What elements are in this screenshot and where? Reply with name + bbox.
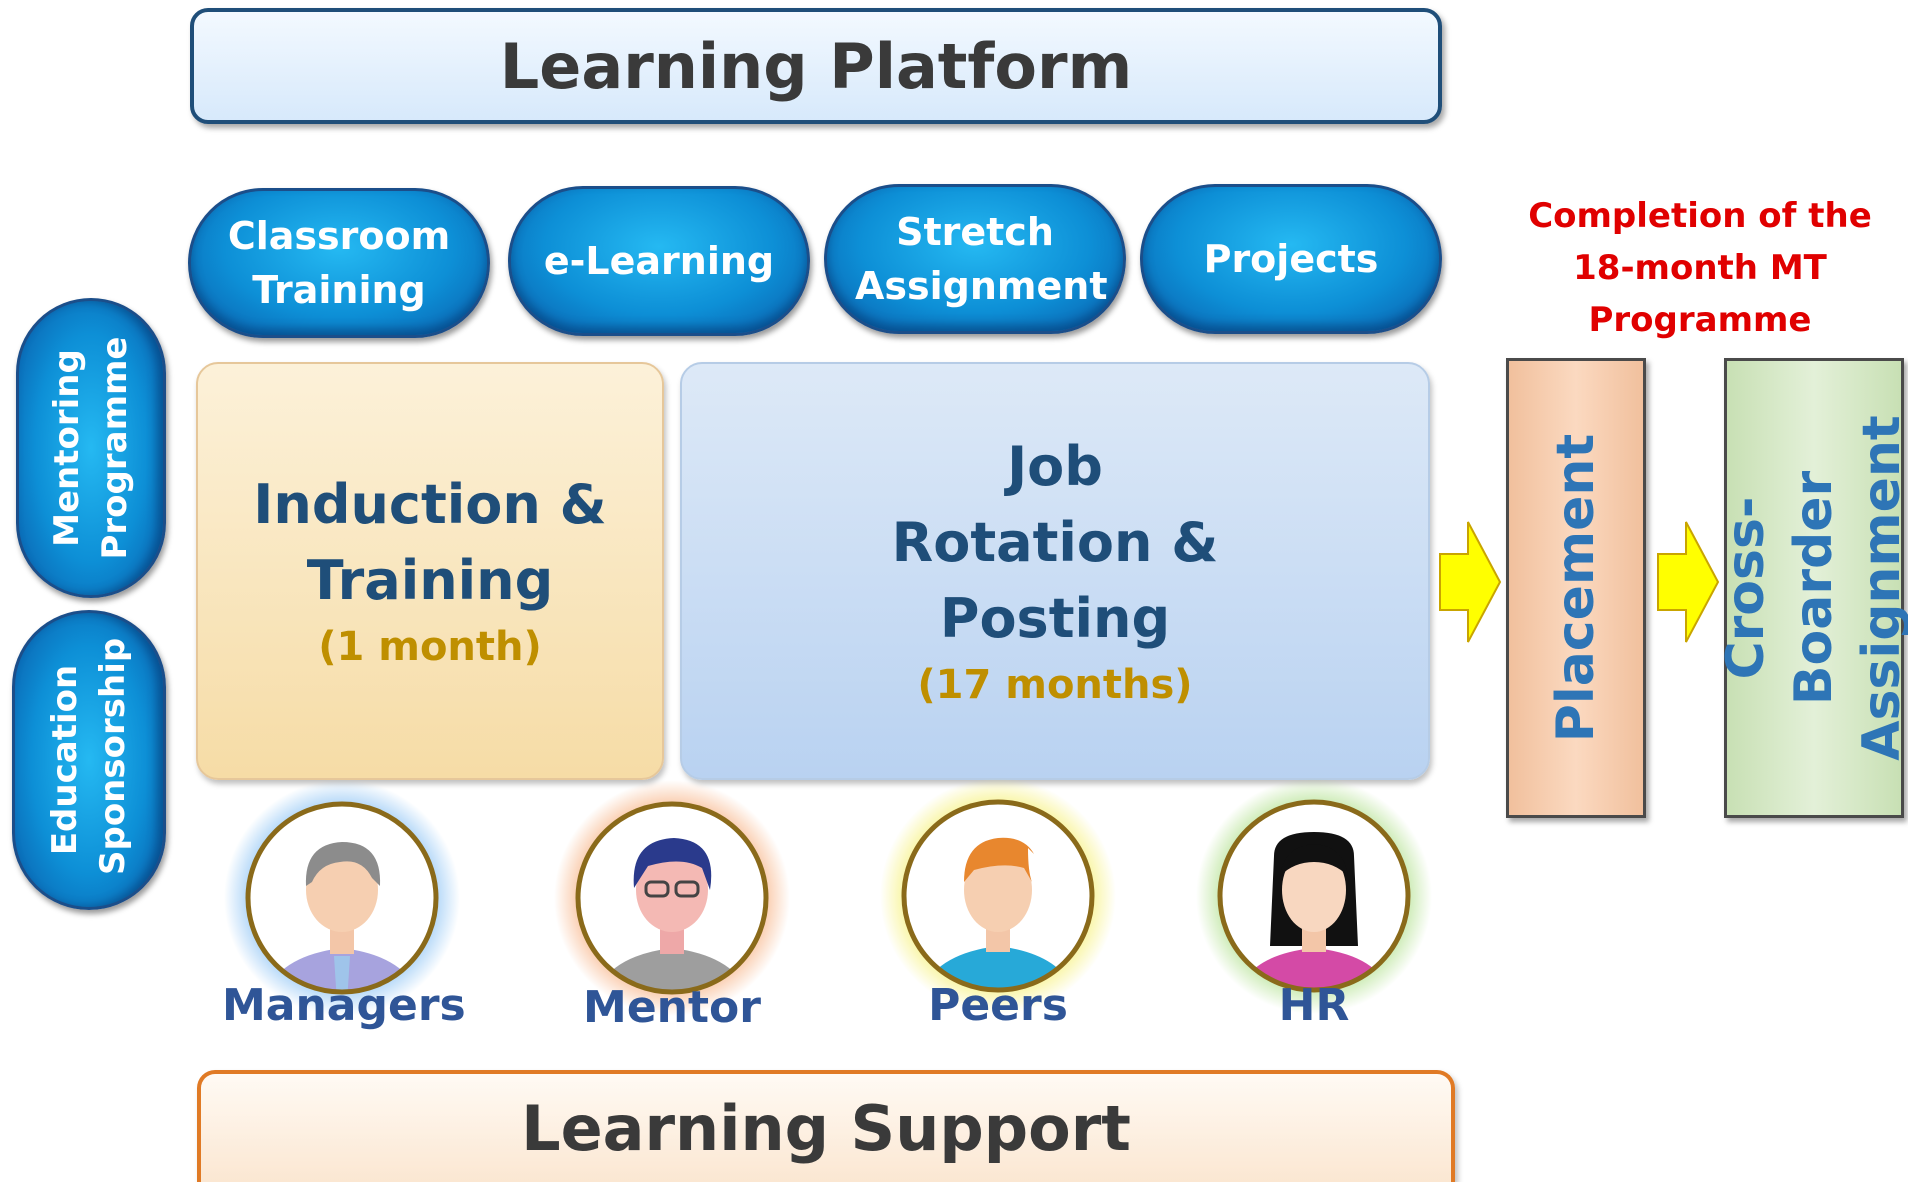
hr-label: HR [1278, 980, 1350, 1031]
mentoring-programme-label: Mentoring Programme [47, 336, 135, 560]
hr-avatar-icon [1196, 778, 1432, 1014]
education-sponsorship-pill: Education Sponsorship [12, 610, 166, 910]
learning-support-title: Learning Support [521, 1091, 1131, 1165]
method-label: Stretch Assignment [855, 210, 1108, 308]
learning-platform-title: Learning Platform [499, 29, 1133, 103]
learning-platform-banner: Learning Platform [190, 8, 1442, 124]
stage-title: Job Rotation & Posting [891, 435, 1219, 650]
stage-duration: (1 month) [318, 624, 542, 670]
method-label: e-Learning [543, 239, 775, 283]
mentor-label: Mentor [583, 982, 761, 1033]
cross-boarder-assignment-label: Cross-Boarder Assignment [1716, 415, 1908, 761]
education-sponsorship-label: Education Sponsorship [45, 637, 133, 875]
cross-boarder-assignment-box: Cross-Boarder Assignment [1716, 358, 1908, 818]
stage-duration: (17 months) [917, 662, 1193, 708]
learning-support-banner: Learning Support [197, 1070, 1455, 1182]
arrow-right-icon [1657, 521, 1720, 643]
method-classroom-training: Classroom Training [188, 188, 490, 338]
method-label: Classroom Training [227, 214, 451, 312]
stage-title: Induction & Training [253, 473, 607, 612]
mentor-avatar-icon [554, 780, 790, 1016]
mentoring-programme-pill: Mentoring Programme [16, 298, 166, 598]
arrow-right-icon [1439, 521, 1502, 643]
induction-training-stage: Induction & Training (1 month) [196, 362, 664, 780]
method-label: Projects [1203, 237, 1379, 281]
placement-box: Placement [1506, 358, 1646, 818]
method-stretch-assignment: Stretch Assignment [824, 184, 1126, 334]
peer-avatar-icon [880, 778, 1116, 1014]
method-projects: Projects [1140, 184, 1442, 334]
completion-note: Completion of the 18-month MT Programme [1528, 196, 1872, 340]
peers-label: Peers [928, 980, 1068, 1031]
placement-label: Placement [1546, 433, 1606, 743]
managers-label: Managers [222, 980, 466, 1031]
method-e-learning: e-Learning [508, 186, 810, 336]
job-rotation-stage: Job Rotation & Posting (17 months) [680, 362, 1430, 780]
manager-avatar-icon [224, 780, 460, 1016]
